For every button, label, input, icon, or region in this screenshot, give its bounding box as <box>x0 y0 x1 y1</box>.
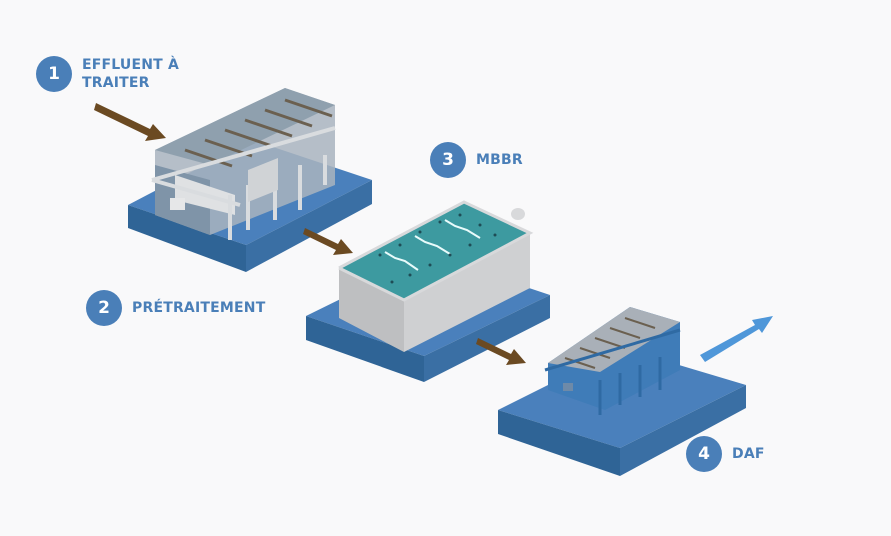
inlet-arrow-icon <box>94 103 166 141</box>
pretreatment-unit <box>151 88 336 240</box>
mbbr-tank <box>338 200 534 352</box>
step-1-label: 1 EFFLUENT À TRAITER <box>36 56 179 92</box>
step-4-label: 4 DAF <box>686 436 765 472</box>
outlet-arrow-icon <box>700 316 773 362</box>
flow-arrow-2-icon <box>476 338 526 365</box>
step-4-badge: 4 <box>686 436 722 472</box>
step-4-text: DAF <box>732 446 765 462</box>
step-2-badge: 2 <box>86 290 122 326</box>
step-3-badge: 3 <box>430 142 466 178</box>
step-2-label: 2 PRÉTRAITEMENT <box>86 290 265 326</box>
daf-unit <box>544 307 681 415</box>
step-2-text: PRÉTRAITEMENT <box>132 300 266 316</box>
step-1-text: EFFLUENT À TRAITER <box>82 57 180 91</box>
step-1-badge: 1 <box>36 56 72 92</box>
step-3-label: 3 MBBR <box>430 142 523 178</box>
step-3-text: MBBR <box>476 152 523 168</box>
flow-arrow-1-icon <box>303 228 353 255</box>
